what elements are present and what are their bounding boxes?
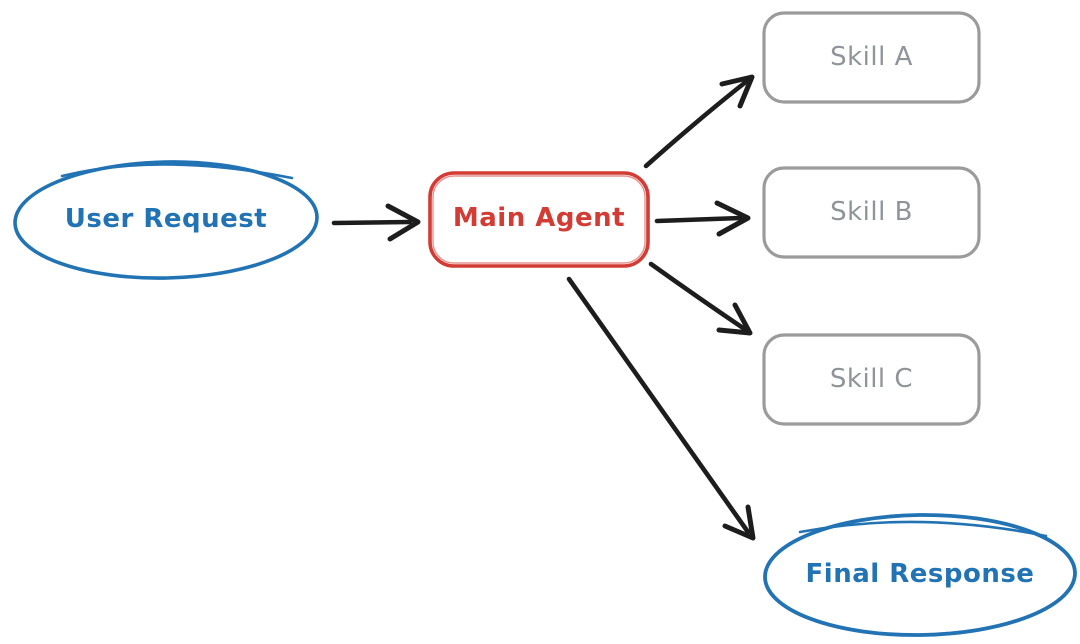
node-main-agent-shape[interactable] bbox=[428, 171, 650, 268]
arrow-line bbox=[566, 276, 751, 535]
user-request-ellipse bbox=[13, 160, 319, 280]
arrow-head bbox=[716, 302, 753, 336]
arrow-line bbox=[331, 219, 413, 226]
arrow-main-agent-to-skill-b[interactable] bbox=[654, 200, 751, 237]
user-request-ellipse-overlap-stroke bbox=[60, 163, 294, 180]
node-user-request-shape[interactable] bbox=[13, 159, 319, 281]
arrow-head bbox=[714, 200, 751, 237]
skill-b-label[interactable]: Skill B bbox=[830, 197, 913, 227]
node-final-response-shape[interactable] bbox=[763, 513, 1077, 637]
arrow-main-agent-to-skill-a[interactable] bbox=[643, 74, 755, 169]
skill-c-label[interactable]: Skill C bbox=[829, 364, 914, 394]
node-skill-b-shape[interactable] bbox=[762, 166, 981, 259]
node-skill-c-shape[interactable] bbox=[762, 333, 981, 426]
node-skill-a-shape[interactable] bbox=[762, 11, 981, 104]
arrow-head bbox=[385, 203, 421, 242]
main-agent-rect-inner-stroke bbox=[432, 175, 646, 264]
main-agent-label[interactable]: Main Agent bbox=[452, 203, 626, 233]
user-request-label[interactable]: User Request bbox=[64, 204, 268, 234]
arrow-main-agent-to-skill-c[interactable] bbox=[648, 261, 753, 336]
final-response-label[interactable]: Final Response bbox=[805, 559, 1035, 589]
arrow-line bbox=[643, 78, 750, 169]
main-agent-rect bbox=[428, 171, 650, 268]
arrow-head bbox=[719, 74, 755, 109]
arrow-line bbox=[648, 261, 749, 333]
arrow-main-agent-to-final-response[interactable] bbox=[566, 276, 756, 541]
arrow-line bbox=[654, 215, 744, 224]
arrow-head bbox=[722, 504, 756, 541]
skill-c-rect bbox=[762, 333, 981, 426]
final-response-ellipse bbox=[763, 513, 1077, 637]
arrow-user-request-to-main-agent[interactable] bbox=[331, 203, 421, 242]
skill-a-label[interactable]: Skill A bbox=[830, 42, 913, 72]
skill-a-rect bbox=[762, 11, 981, 104]
skill-b-rect bbox=[762, 166, 981, 259]
final-response-ellipse-overlap-stroke bbox=[798, 520, 1048, 538]
